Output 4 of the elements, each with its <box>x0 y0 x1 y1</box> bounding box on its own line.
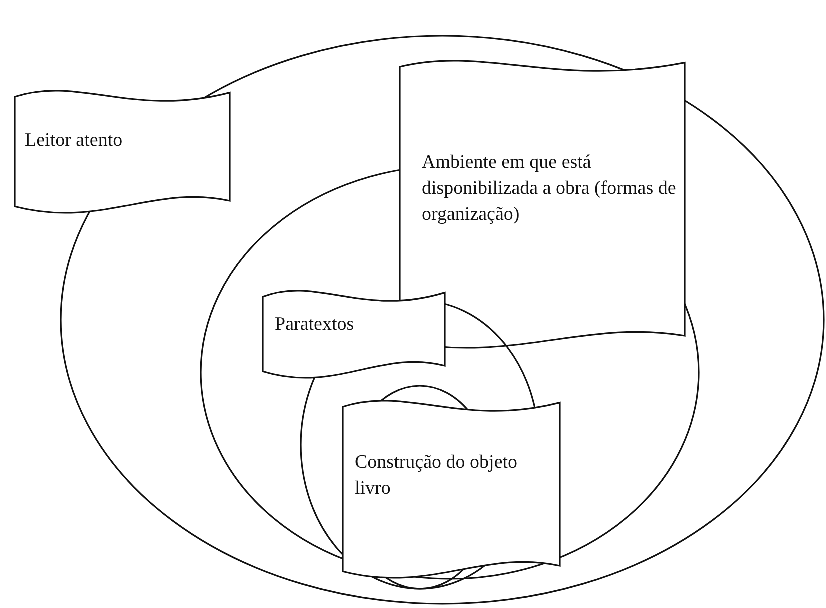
banner-label: Construção do objeto livro <box>355 451 519 501</box>
banner-label: Paratextos <box>275 313 356 337</box>
banner-label: Leitor atento <box>25 129 124 153</box>
banner-label: Ambiente em que está disponibilizada a obra (formas de organização) <box>422 151 678 227</box>
